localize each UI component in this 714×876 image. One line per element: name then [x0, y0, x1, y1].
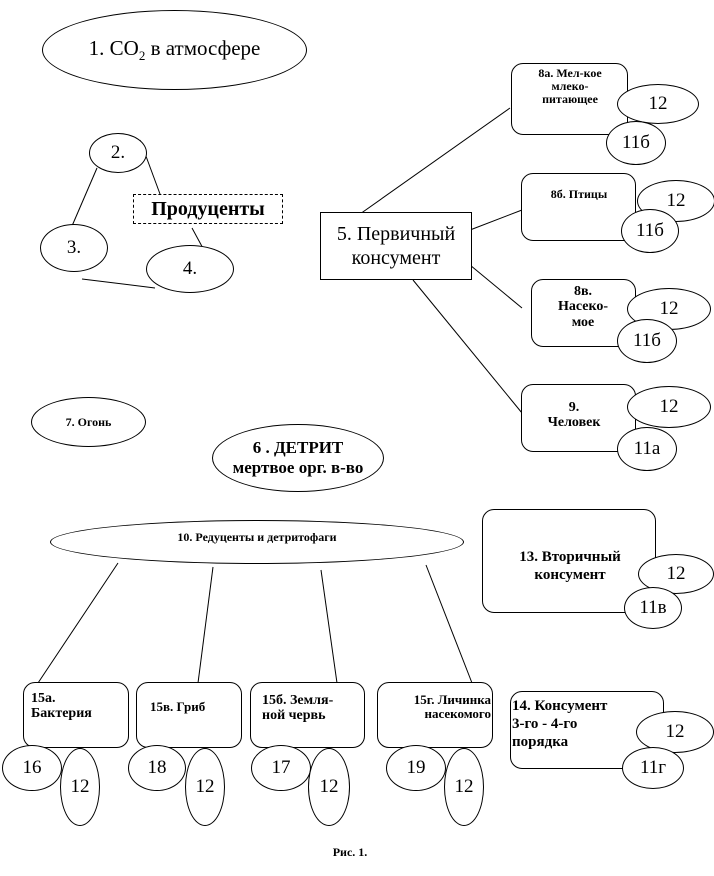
- insect-larva-badge-12: 12: [444, 748, 484, 826]
- human-node: [521, 384, 636, 452]
- secondary-consumer-node: [482, 509, 656, 613]
- human-badge-12: 12: [627, 386, 711, 428]
- co2-subscript: 2: [138, 48, 146, 64]
- producers-label: Продуценты: [133, 194, 283, 224]
- detritus-label: 6 . ДЕТРИТ мертвое орг. в-во: [232, 438, 364, 477]
- fungus-label: 15в. Гриб: [150, 699, 206, 714]
- secondary-consumer-label: 13. Вторичный консумент: [519, 549, 621, 583]
- fire-label: 7. Огонь: [65, 414, 112, 429]
- birds-badge-11b-text: 11б: [636, 220, 664, 241]
- fungus-badge-12-text: 12: [195, 776, 215, 797]
- insect-badge-11b-text: 11б: [633, 330, 661, 351]
- birds-label: 8б. Птицы: [550, 187, 608, 201]
- human-badge-11a-text: 11а: [633, 438, 661, 459]
- human-badge-12-text: 12: [659, 396, 679, 417]
- human-badge-11a: 11а: [617, 427, 677, 471]
- node-3-label: 3.: [66, 237, 82, 258]
- fungus-badge-12: 12: [185, 748, 225, 826]
- birds-badge-12-text: 12: [666, 190, 686, 211]
- small-mammals-badge-12: 12: [617, 84, 699, 124]
- detritus-node: 6 . ДЕТРИТ мертвое орг. в-во: [212, 424, 384, 492]
- node-4: 4.: [146, 245, 234, 293]
- small-mammals-node: [511, 63, 628, 135]
- birds-node: [521, 173, 636, 241]
- primary-consumer-label: 5. Первичный консумент: [336, 223, 456, 269]
- insect-larva-node: [377, 682, 493, 748]
- node-2-label: 2.: [110, 142, 126, 163]
- figure-caption: Рис. 1.: [332, 845, 368, 859]
- reducers-label: 10. Редуценты и детритофаги: [177, 530, 337, 544]
- human-label: 9. Человек: [547, 400, 601, 431]
- bacteria-label: 15а. Бактерия: [31, 691, 92, 722]
- primary-consumer-node: 5. Первичный консумент: [320, 212, 472, 280]
- small-mammals-badge-12-text: 12: [648, 93, 668, 114]
- secondary-badge-11v: 11в: [624, 587, 682, 629]
- small-mammals-badge-11b: 11б: [606, 121, 666, 165]
- bacteria-badge-12-text: 12: [70, 776, 90, 797]
- tertiary-badge-11g: 11г: [622, 747, 684, 789]
- tertiary-badge-12-text: 12: [665, 721, 685, 742]
- co2-tail: в атмосфере: [145, 35, 261, 60]
- node-4-label: 4.: [182, 258, 198, 279]
- tertiary-badge-11g-text: 11г: [639, 757, 667, 778]
- earthworm-label: 15б. Земля- ной червь: [262, 693, 334, 724]
- secondary-badge-11v-text: 11в: [639, 597, 667, 618]
- fire-node: 7. Огонь: [31, 397, 146, 447]
- earthworm-badge-17-text: 17: [271, 757, 291, 778]
- small-mammals-badge-11b-text: 11б: [622, 132, 650, 153]
- bacteria-badge-16-text: 16: [22, 757, 42, 778]
- earthworm-badge-17: 17: [251, 745, 311, 791]
- insect-badge-12-text: 12: [659, 298, 679, 319]
- fungus-badge-18-text: 18: [147, 757, 167, 778]
- co2-label: 1. CO2 в атмосфере: [89, 36, 261, 64]
- small-mammals-label: 8а. Мел-кое млеко- питающее: [538, 66, 602, 107]
- co2-text: 1. CO: [88, 35, 139, 60]
- node-2: 2.: [89, 133, 147, 173]
- insect-larva-badge-19-text: 19: [406, 757, 426, 778]
- fungus-badge-18: 18: [128, 745, 186, 791]
- insect-label: 8в. Насеко- мое: [557, 284, 609, 330]
- insect-badge-11b: 11б: [617, 319, 677, 363]
- insect-larva-badge-19: 19: [386, 745, 446, 791]
- fungus-node: [136, 682, 242, 748]
- earthworm-node: [250, 682, 365, 748]
- secondary-badge-12-text: 12: [666, 563, 686, 584]
- bacteria-node: [23, 682, 129, 748]
- tertiary-consumer-label: 14. Консумент 3-го - 4-го порядка: [512, 698, 608, 750]
- insect-larva-label: 15г. Личинка насекомого: [413, 692, 491, 722]
- earthworm-badge-12-text: 12: [319, 776, 339, 797]
- reducers-node: 10. Редуценты и детритофаги: [50, 520, 464, 564]
- node-3: 3.: [40, 224, 108, 272]
- insect-larva-badge-12-text: 12: [454, 776, 474, 797]
- birds-badge-11b: 11б: [621, 209, 679, 253]
- bacteria-badge-16: 16: [2, 745, 62, 791]
- bacteria-badge-12: 12: [60, 748, 100, 826]
- earthworm-badge-12: 12: [308, 748, 350, 826]
- co2-atmosphere-node: 1. CO2 в атмосфере: [42, 10, 307, 90]
